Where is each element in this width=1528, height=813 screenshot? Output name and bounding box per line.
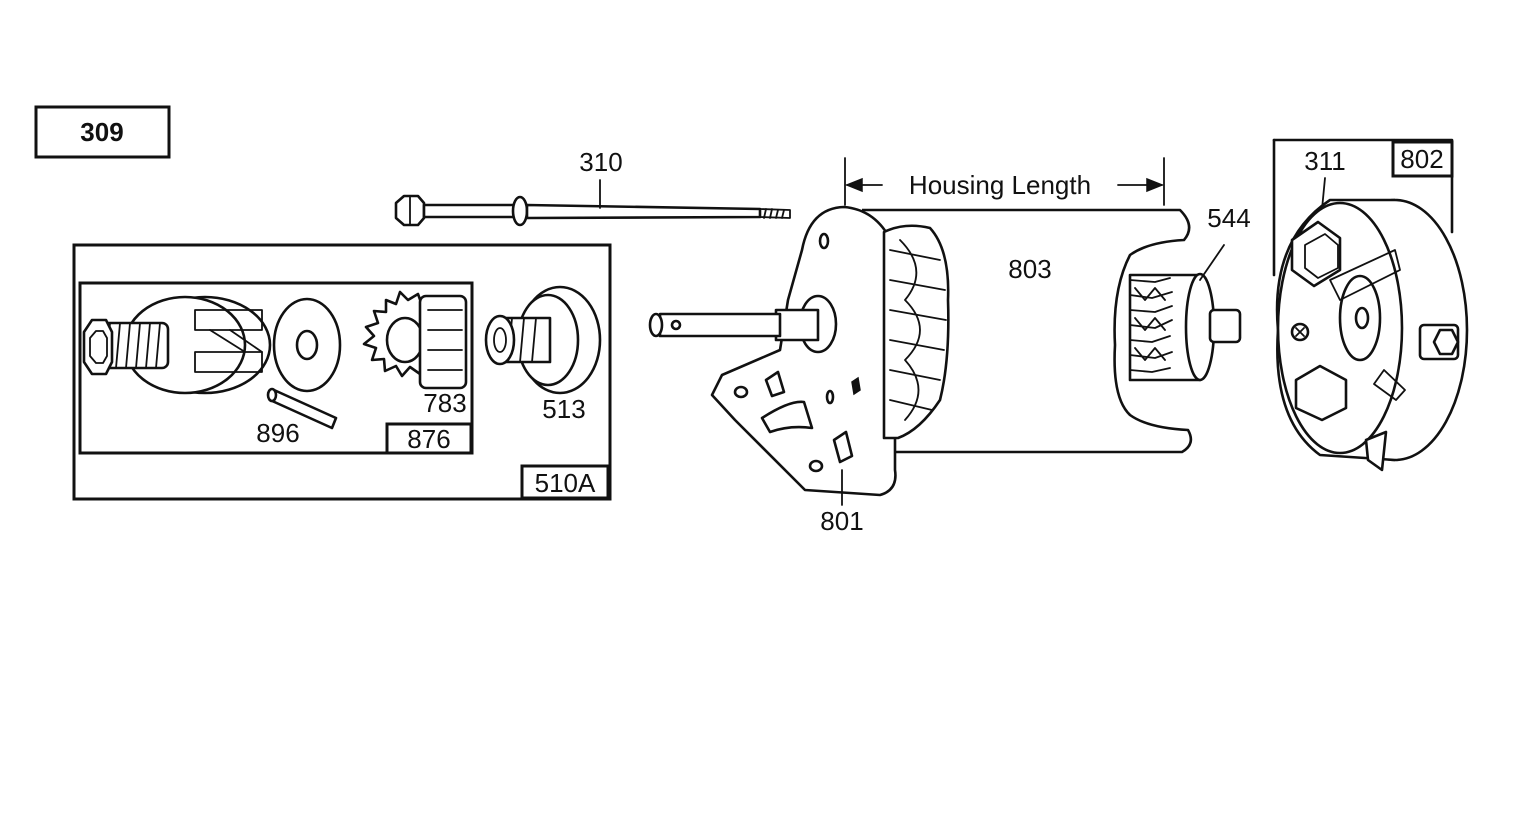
callout-544: 544 <box>1207 203 1250 233</box>
callout-510a: 510A <box>535 468 596 498</box>
housing-length-label: Housing Length <box>909 170 1091 200</box>
spring-retainer: 513 <box>484 285 602 424</box>
callout-896: 896 <box>256 418 299 448</box>
callout-801: 801 <box>820 506 863 536</box>
armature-commutator: 544 <box>1128 203 1251 382</box>
diagram-ref-label: 309 <box>80 117 123 147</box>
washer <box>272 297 342 393</box>
end-cap-assembly: 802 311 <box>1272 138 1469 472</box>
roll-pin: 896 <box>256 387 338 448</box>
callout-876: 876 <box>407 424 450 454</box>
through-bolt: 310 <box>394 147 791 227</box>
housing-length-dimension: Housing Length <box>844 157 1165 206</box>
pinion-gear: 783 <box>362 290 468 418</box>
callout-783: 783 <box>423 388 466 418</box>
callout-803: 803 <box>1008 254 1051 284</box>
drive-clutch <box>82 295 272 395</box>
callout-513: 513 <box>542 394 585 424</box>
callout-311: 311 <box>1304 146 1345 176</box>
callout-310: 310 <box>579 147 622 177</box>
diagram-ref-box: 309 <box>34 105 171 159</box>
callout-802: 802 <box>1400 144 1443 174</box>
drive-end-cap: 801 <box>648 205 950 536</box>
